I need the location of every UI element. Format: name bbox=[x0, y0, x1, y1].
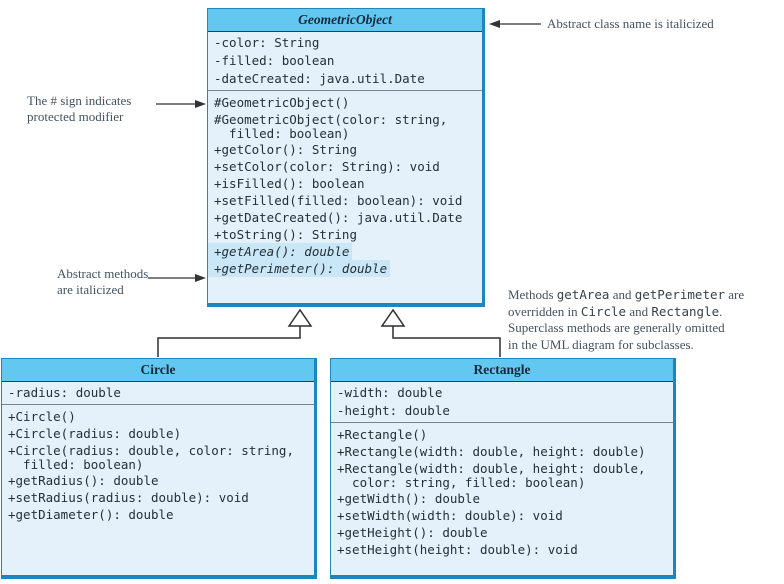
method-line: +isFilled(): boolean bbox=[214, 176, 365, 191]
note-text: in the UML diagram for subclasses. bbox=[508, 336, 694, 352]
class-box-rectangle: Rectangle -width: double-height: double … bbox=[330, 358, 676, 579]
method-line: +setHeight(height: double): void bbox=[337, 542, 578, 557]
arrow-left-icon bbox=[489, 20, 500, 28]
method-line: +Circle() bbox=[8, 409, 76, 424]
note-line: Superclass methods are generally omitted bbox=[508, 320, 744, 337]
note-text: are bbox=[725, 287, 745, 302]
note-line: in the UML diagram for subclasses. bbox=[508, 337, 744, 354]
method-line: +toString(): String bbox=[214, 227, 357, 242]
method-line: +Rectangle() bbox=[337, 427, 428, 442]
inheritance-triangle-icon bbox=[287, 308, 313, 327]
note-text: and bbox=[609, 287, 635, 302]
method-line: +getPerimeter(): double bbox=[208, 260, 391, 277]
field-line: -height: double bbox=[337, 403, 450, 418]
note-text: Methods bbox=[508, 287, 557, 302]
field-line: -radius: double bbox=[8, 385, 121, 400]
fields-rectangle: -width: double -height: double bbox=[331, 382, 673, 422]
inheritance-line-rectangle bbox=[392, 326, 501, 357]
note-text: . bbox=[719, 303, 723, 319]
arrow-right-icon bbox=[195, 274, 206, 282]
note-line: overridden in Circle and Rectangle. bbox=[508, 304, 744, 321]
method-line: +Circle(radius: double) bbox=[8, 426, 182, 441]
note-line: Methods getArea and getPerimeter are bbox=[508, 287, 744, 304]
note-line: Abstract methods bbox=[57, 266, 149, 281]
note-abstract-class-name: Abstract class name is italicized bbox=[547, 16, 714, 32]
method-line: +getWidth(): double bbox=[337, 491, 480, 506]
method-line: +getArea(): double bbox=[208, 243, 353, 260]
method-line: +Circle(radius: double, color: string, bbox=[8, 443, 294, 458]
class-title-circle: Circle bbox=[2, 359, 314, 382]
class-title-rectangle: Rectangle bbox=[331, 359, 673, 382]
field-line: -color: String bbox=[214, 35, 320, 50]
inheritance-line-circle bbox=[157, 326, 301, 357]
fields-geometric-object: -color: String -filled: boolean -dateCreat… bbox=[208, 32, 482, 90]
class-box-circle: Circle -radius: double +Circle()+Circle(… bbox=[1, 358, 317, 579]
note-line: protected modifier bbox=[27, 109, 124, 124]
code-term: Circle bbox=[580, 303, 627, 319]
methods-circle: +Circle() +Circle(radius: double) +Circle(… bbox=[2, 404, 314, 575]
field-line: -width: double bbox=[337, 385, 443, 400]
method-line: +getHeight(): double bbox=[337, 525, 488, 540]
method-line: color: string, filled: boolean) bbox=[337, 475, 586, 490]
note-text: Superclass methods are generally omitted bbox=[508, 320, 725, 335]
method-line: +getColor(): String bbox=[214, 142, 357, 157]
class-title-geometric-object: GeometricObject bbox=[208, 9, 482, 32]
note-line: are italicized bbox=[57, 282, 124, 297]
code-term: getPerimeter bbox=[634, 287, 726, 302]
note-text: overridden in bbox=[508, 303, 581, 319]
method-line: +Rectangle(width: double, height: double… bbox=[337, 444, 646, 459]
method-line: +getRadius(): double bbox=[8, 473, 159, 488]
arrow-right-icon bbox=[195, 100, 206, 108]
methods-geometric-object: #GeometricObject() #GeometricObject(color… bbox=[208, 90, 482, 303]
method-line: +setFilled(filled: boolean): void bbox=[214, 193, 463, 208]
method-line: +Rectangle(width: double, height: double… bbox=[337, 461, 646, 476]
fields-circle: -radius: double bbox=[2, 382, 314, 404]
note-text: and bbox=[626, 303, 652, 319]
note-line: The # sign indicates bbox=[27, 93, 132, 108]
note-line: Abstract class name is italicized bbox=[547, 16, 714, 31]
method-line: +setColor(color: String): void bbox=[214, 159, 440, 174]
methods-rectangle: +Rectangle() +Rectangle(width: double, he… bbox=[331, 422, 673, 575]
method-line: +getDiameter(): double bbox=[8, 507, 174, 522]
field-line: -filled: boolean bbox=[214, 53, 335, 68]
method-line: +setWidth(width: double): void bbox=[337, 508, 563, 523]
code-term: Rectangle bbox=[651, 303, 720, 319]
field-line: -dateCreated: java.util.Date bbox=[214, 71, 425, 86]
inheritance-triangle-icon bbox=[380, 308, 406, 327]
method-line: filled: boolean) bbox=[214, 126, 350, 141]
method-line: +setRadius(radius: double): void bbox=[8, 490, 249, 505]
method-line: #GeometricObject() bbox=[214, 95, 350, 110]
method-line: filled: boolean) bbox=[8, 457, 144, 472]
code-term: getArea bbox=[556, 287, 610, 302]
method-line: +getDateCreated(): java.util.Date bbox=[214, 210, 463, 225]
class-box-geometric-object: GeometricObject -color: String -filled: b… bbox=[207, 8, 485, 307]
method-line: #GeometricObject(color: string, bbox=[214, 112, 448, 127]
